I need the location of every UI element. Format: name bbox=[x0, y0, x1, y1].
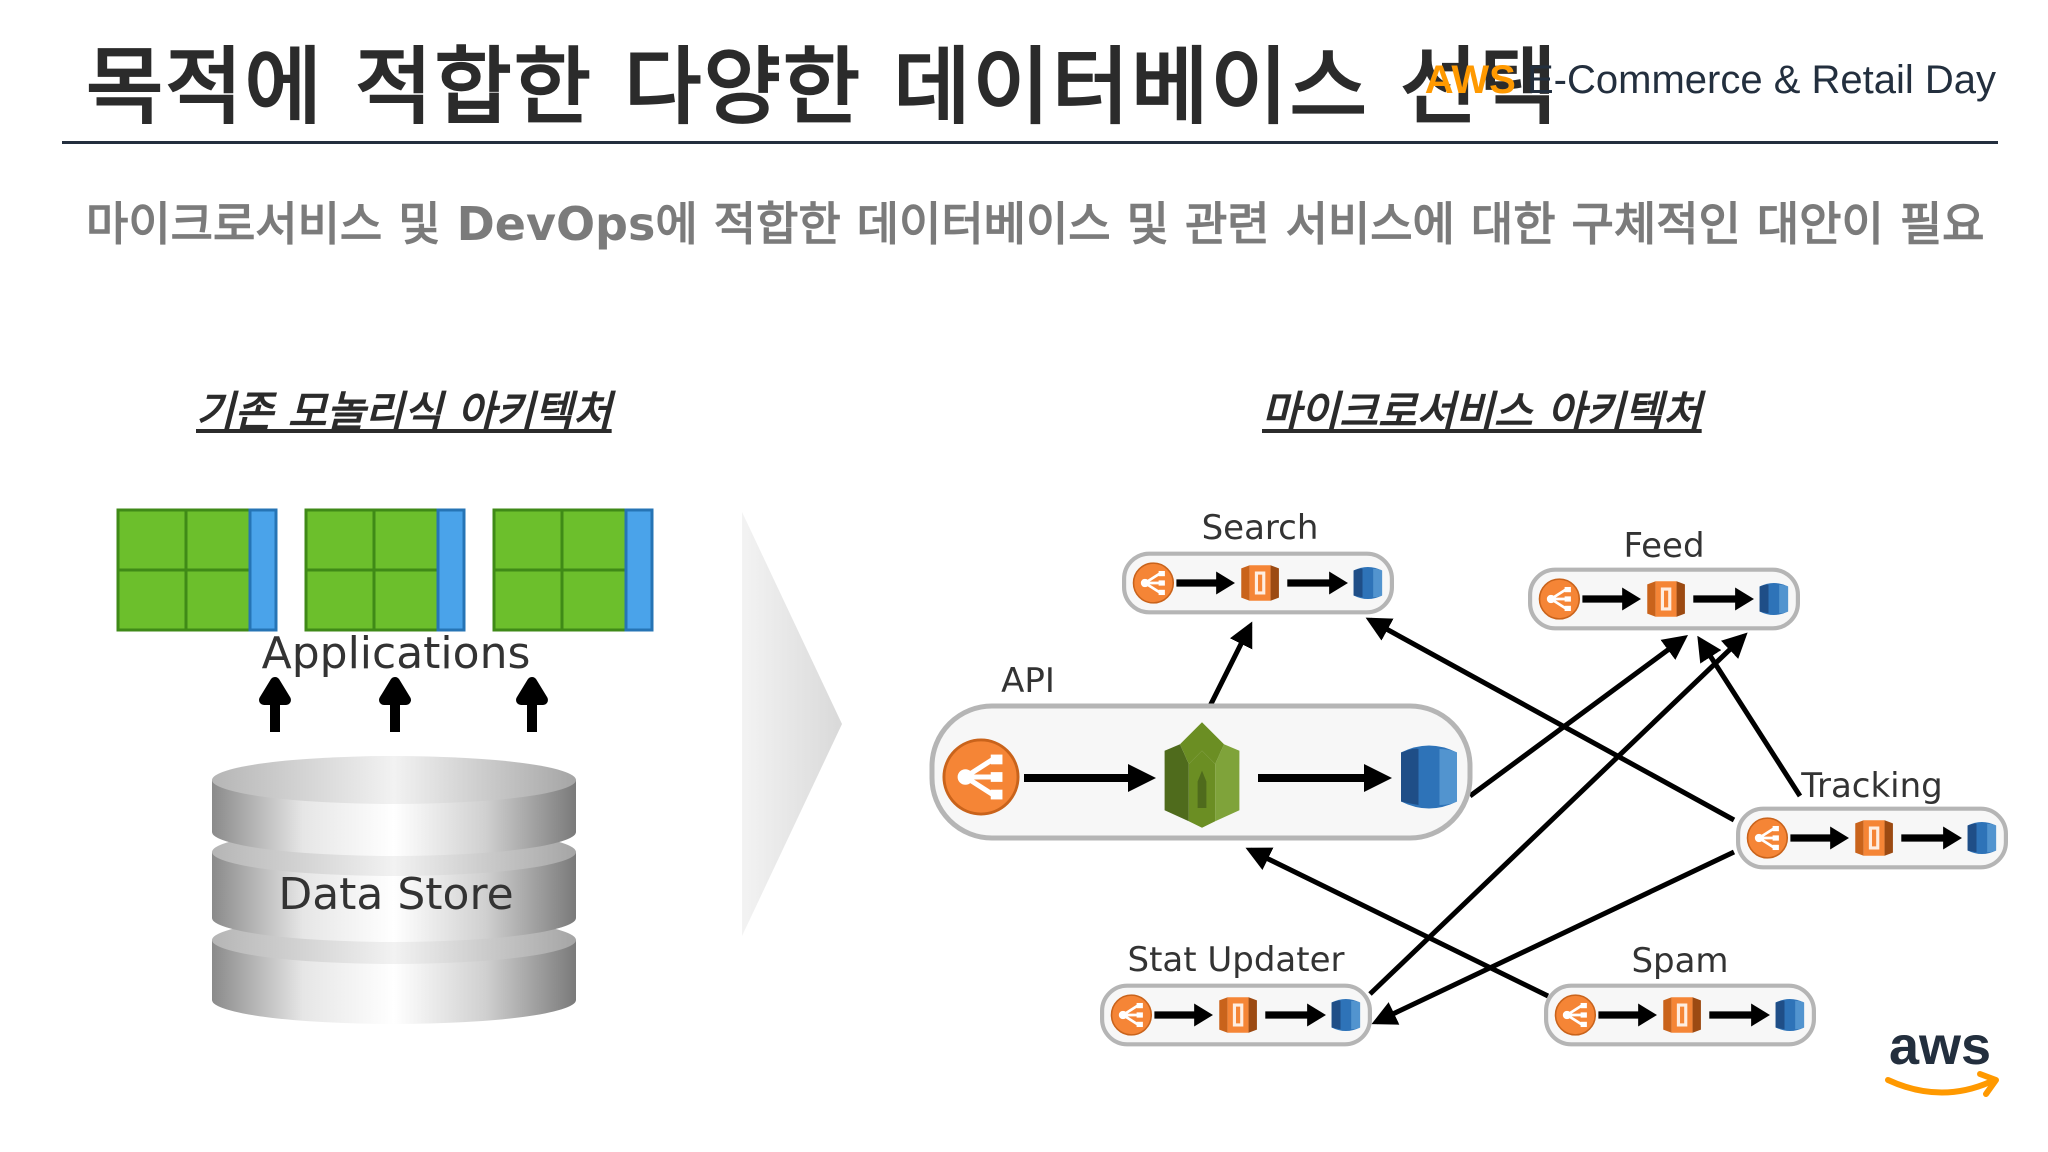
transition-chevron bbox=[742, 512, 842, 936]
tracking-service bbox=[1738, 809, 2006, 868]
arrow-tracking-to-feed bbox=[1697, 635, 1803, 798]
aws-logo: aws bbox=[1885, 1016, 1999, 1097]
applications-label: Applications bbox=[262, 628, 531, 679]
search-service bbox=[1124, 554, 1392, 613]
data-store-label: Data Store bbox=[278, 869, 513, 920]
applications-group bbox=[116, 508, 654, 632]
tracking-label: Tracking bbox=[1800, 766, 1943, 806]
arrow-tracking-to-search bbox=[1365, 617, 1736, 823]
api-label: API bbox=[1001, 661, 1055, 701]
arrow-api-to-search bbox=[1202, 621, 1253, 718]
spam-service bbox=[1546, 986, 1814, 1045]
search-label: Search bbox=[1202, 508, 1319, 548]
stat-updater-service bbox=[1102, 986, 1370, 1045]
monolith-heading: 기존 모놀리식 아키텍처 bbox=[196, 387, 612, 436]
spam-label: Spam bbox=[1631, 941, 1728, 981]
event-name: AWS E-Commerce & Retail Day bbox=[1425, 58, 1996, 103]
arrow-tracking-to-stat-updater bbox=[1371, 849, 1736, 1025]
up-arrows bbox=[259, 677, 548, 732]
slide-subtitle: 마이크로서비스 및 DevOps에 적합한 데이터베이스 및 관련 서비스에 대… bbox=[86, 197, 1985, 251]
application-window-3 bbox=[492, 508, 654, 632]
stat-updater-label: Stat Updater bbox=[1128, 940, 1345, 980]
feed-label: Feed bbox=[1623, 526, 1704, 566]
arrow-stat-updater-to-feed bbox=[1368, 632, 1748, 996]
aws-logo-text: aws bbox=[1889, 1016, 1991, 1076]
microservices-heading: 마이크로서비스 아키텍처 bbox=[1262, 387, 1702, 436]
title-divider bbox=[62, 141, 1998, 144]
event-name-text: E-Commerce & Retail Day bbox=[1515, 58, 1996, 102]
api-service bbox=[929, 703, 1473, 841]
data-store-icon bbox=[212, 756, 576, 1024]
database-icon bbox=[1401, 745, 1457, 809]
slide-title: 목적에 적합한 다양한 데이터베이스 선택 bbox=[86, 38, 1559, 136]
service-connections bbox=[1202, 617, 1803, 1025]
application-window-1 bbox=[116, 508, 278, 632]
arrow-spam-to-api bbox=[1245, 847, 1550, 999]
feed-service bbox=[1530, 570, 1798, 629]
event-brand: AWS bbox=[1424, 58, 1516, 102]
load-balancer-icon bbox=[944, 740, 1018, 814]
application-window-2 bbox=[304, 508, 466, 632]
arrow-api-to-feed bbox=[1468, 635, 1689, 799]
